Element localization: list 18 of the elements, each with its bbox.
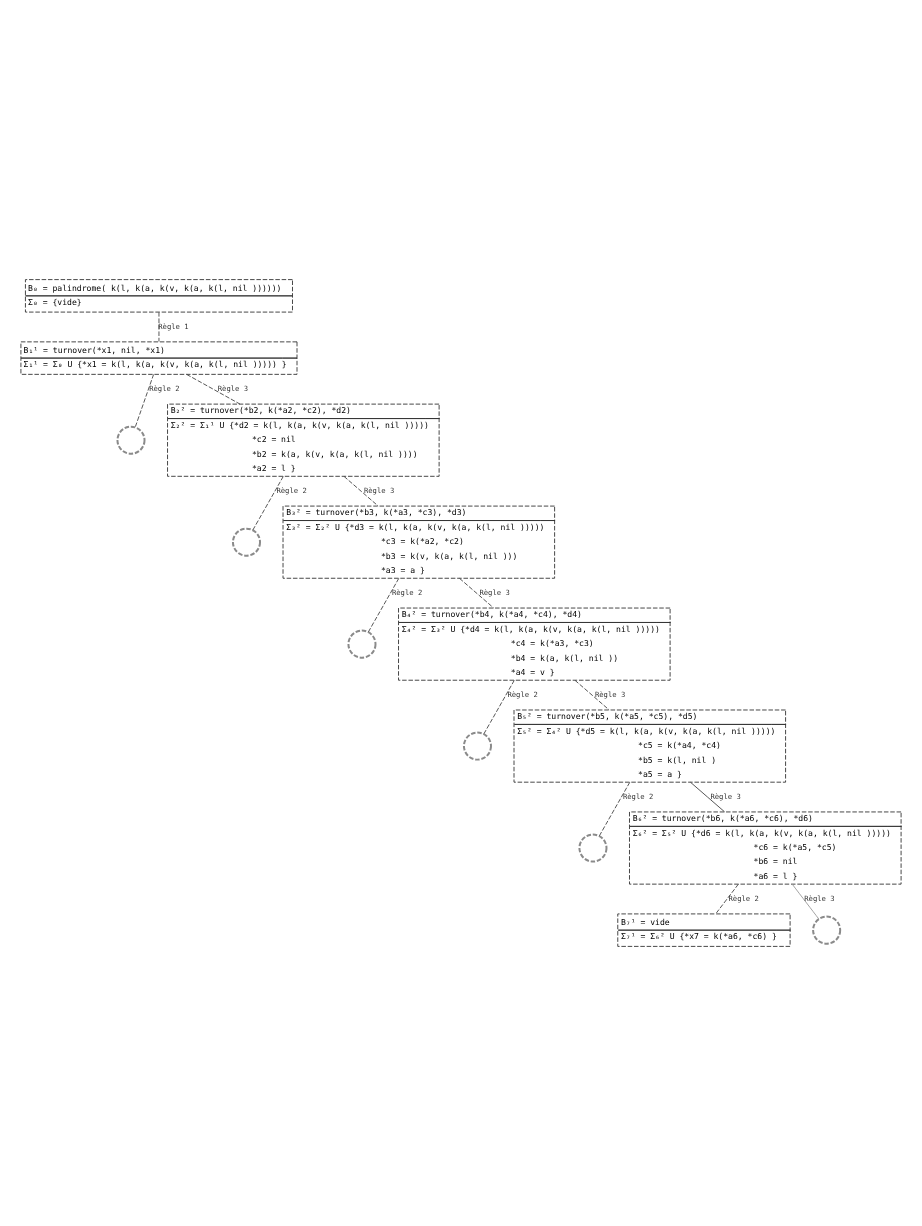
connector xyxy=(715,883,739,915)
connector xyxy=(459,577,494,609)
connector xyxy=(791,883,820,920)
connector xyxy=(134,374,154,428)
node-circle xyxy=(462,731,492,761)
connector xyxy=(158,311,160,342)
connector xyxy=(690,781,725,813)
connector xyxy=(367,577,400,633)
node-circle xyxy=(578,833,608,863)
connector xyxy=(252,475,284,531)
node-circle xyxy=(116,425,146,455)
connector xyxy=(574,679,610,711)
connector xyxy=(483,679,515,735)
node-circle xyxy=(347,629,377,659)
node-circle xyxy=(231,527,261,557)
connector xyxy=(598,781,631,837)
node-circle xyxy=(812,915,842,945)
connector xyxy=(343,475,379,507)
